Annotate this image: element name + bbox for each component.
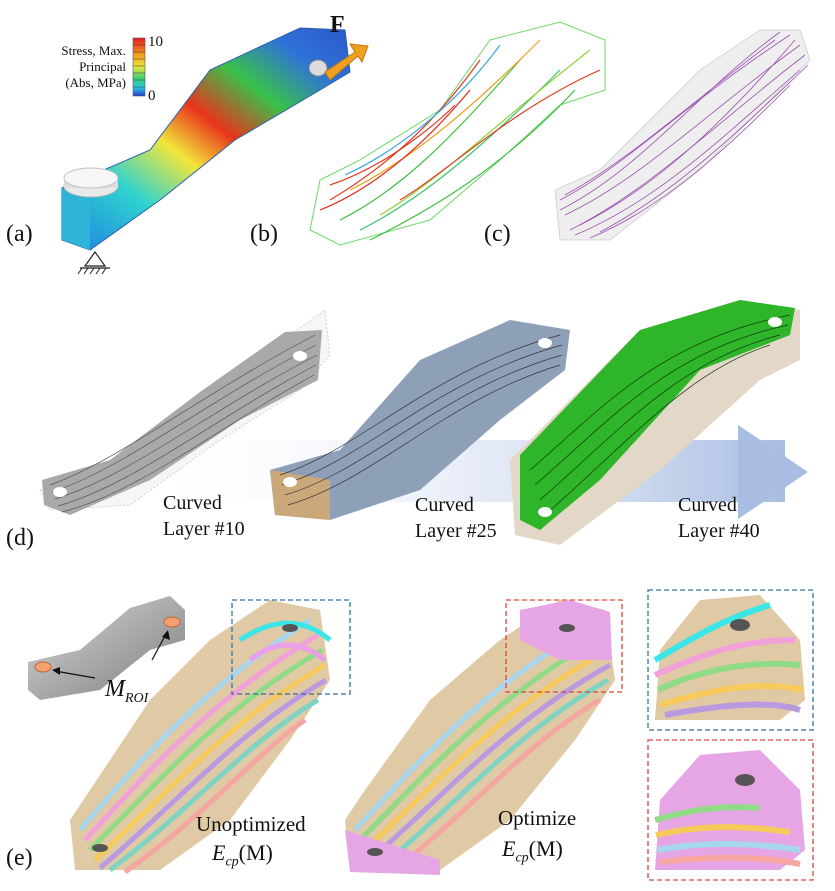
layer10-caption-line1: Curved xyxy=(163,492,222,514)
layer25-caption-line2: Layer #25 xyxy=(415,520,497,542)
unoptimized-energy: Ecp(M) xyxy=(212,840,273,870)
inset-red xyxy=(647,739,814,881)
layer40-caption-line2: Layer #40 xyxy=(678,520,760,542)
legend-title: Stress, Max. Principal (Abs, MPa) xyxy=(14,43,126,91)
panel-label-e: (e) xyxy=(6,845,33,871)
force-label: F xyxy=(330,12,345,38)
force-arrow-icon xyxy=(324,43,369,81)
energy-sub-right: cp xyxy=(515,850,529,866)
roi-label: MROI xyxy=(105,676,148,707)
roi-pointer-right xyxy=(151,633,167,661)
blue-zoom-region xyxy=(231,599,351,695)
roi-subscript: ROI xyxy=(125,690,149,706)
energy-sub-left: cp xyxy=(225,854,239,870)
layer10-caption-line2: Layer #10 xyxy=(163,518,245,540)
layer40-caption-line1: Curved xyxy=(678,494,737,516)
optimized-energy: Ecp(M) xyxy=(502,836,563,866)
roi-pointer-left xyxy=(54,670,96,679)
legend-title-line1: Stress, Max. xyxy=(61,43,126,58)
optimized-title: Optimize xyxy=(498,806,577,830)
legend-title-line3: (Abs, MPa) xyxy=(65,75,126,90)
support-icon xyxy=(77,250,110,275)
unoptimized-model xyxy=(70,600,332,875)
legend-min-label: 0 xyxy=(148,88,156,104)
legend-title-line2: Principal xyxy=(79,59,126,74)
panel-label-b: (b) xyxy=(250,221,278,247)
optimized-model xyxy=(345,600,615,875)
energy-symbol-right: E xyxy=(502,836,516,861)
figure-b-principal-stress-field xyxy=(309,21,606,246)
layer25-caption: Curved Layer #25 xyxy=(415,492,497,544)
layer40-caption: Curved Layer #40 xyxy=(678,492,760,544)
layer25-model xyxy=(270,320,570,520)
energy-symbol-left: E xyxy=(212,840,226,865)
layer10-caption: Curved Layer #10 xyxy=(163,490,245,542)
progress-arrow-head xyxy=(738,425,808,519)
panel-label-c: (c) xyxy=(484,221,511,247)
red-zoom-region xyxy=(505,599,623,693)
panel-label-a: (a) xyxy=(6,221,33,247)
energy-arg-right: (M) xyxy=(528,836,563,861)
roi-symbol: M xyxy=(105,676,125,702)
panel-label-d: (d) xyxy=(6,525,34,551)
layer10-model xyxy=(39,309,331,515)
legend-max-label: 10 xyxy=(148,34,163,50)
figure-c-stress-trajectories xyxy=(554,29,811,241)
layer40-model xyxy=(510,300,800,545)
energy-arg-left: (M) xyxy=(238,840,273,865)
unoptimized-title: Unoptimized xyxy=(196,812,306,836)
inset-blue xyxy=(647,589,814,731)
layer25-caption-line1: Curved xyxy=(415,494,474,516)
roi-model xyxy=(28,596,185,700)
